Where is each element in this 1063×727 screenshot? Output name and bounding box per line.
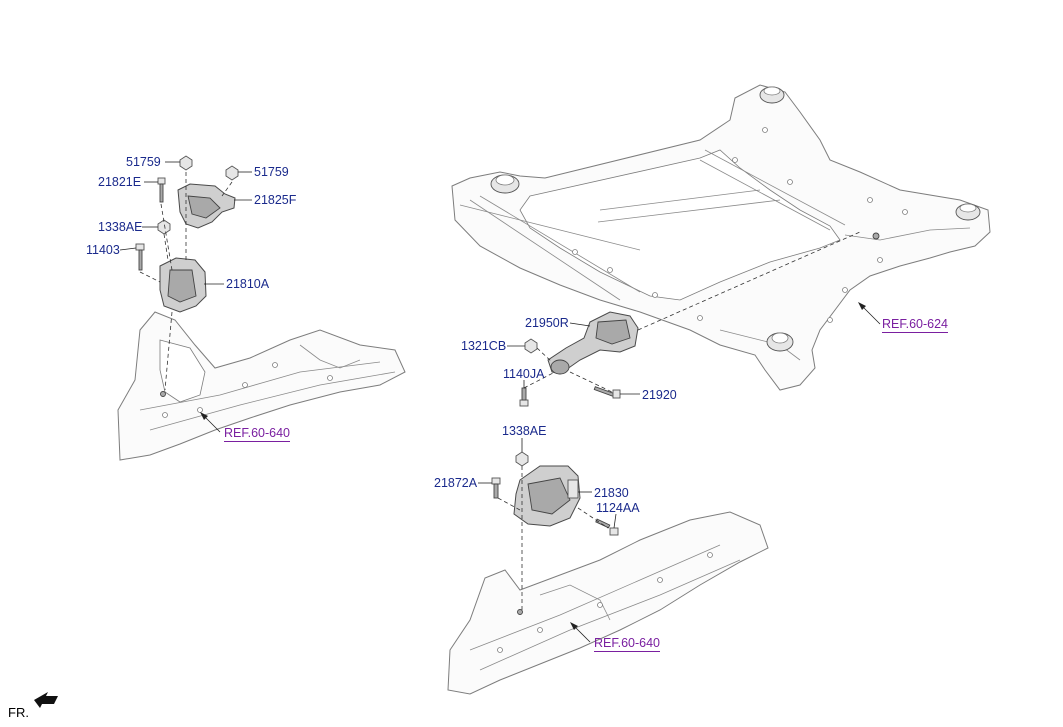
part-label-21825f[interactable]: 21825F	[254, 193, 297, 207]
roll-rod-parts	[519, 231, 861, 407]
part-label-1321cb[interactable]: 1321CB	[461, 339, 507, 353]
part-label-1140ja[interactable]: 1140JA	[503, 367, 545, 381]
part-label-1338ae[interactable]: 1338AE	[502, 424, 547, 438]
ref-link-60-640[interactable]: REF.60-640	[224, 426, 291, 442]
part-label-21810a[interactable]: 21810A	[226, 277, 270, 291]
leader-lines	[119, 161, 881, 643]
part-label-21872a[interactable]: 21872A	[434, 476, 478, 490]
sub-frame-drawing	[451, 84, 991, 391]
left-side-member-drawing	[117, 311, 406, 461]
part-label-21920[interactable]: 21920	[642, 388, 677, 402]
part-label-1124aa[interactable]: 1124AA	[596, 501, 640, 515]
transmission-mount-parts	[491, 451, 619, 610]
front-direction-arrow-icon	[34, 692, 58, 708]
bottom-side-member-drawing	[447, 511, 769, 695]
part-label-51759[interactable]: 51759	[254, 165, 289, 179]
part-label-21950r[interactable]: 21950R	[525, 316, 569, 330]
part-label-21830[interactable]: 21830	[594, 486, 629, 500]
ref-link-60-624[interactable]: REF.60-624	[882, 317, 949, 333]
engine-mount-upper-parts	[135, 155, 239, 391]
front-direction-label: FR.	[8, 705, 29, 720]
ref-link-60-640[interactable]: REF.60-640	[594, 636, 661, 652]
part-label-21821e[interactable]: 21821E	[98, 175, 142, 189]
part-label-1338ae[interactable]: 1338AE	[98, 220, 143, 234]
part-label-11403[interactable]: 11403	[86, 243, 120, 257]
part-label-51759[interactable]: 51759	[126, 155, 161, 169]
